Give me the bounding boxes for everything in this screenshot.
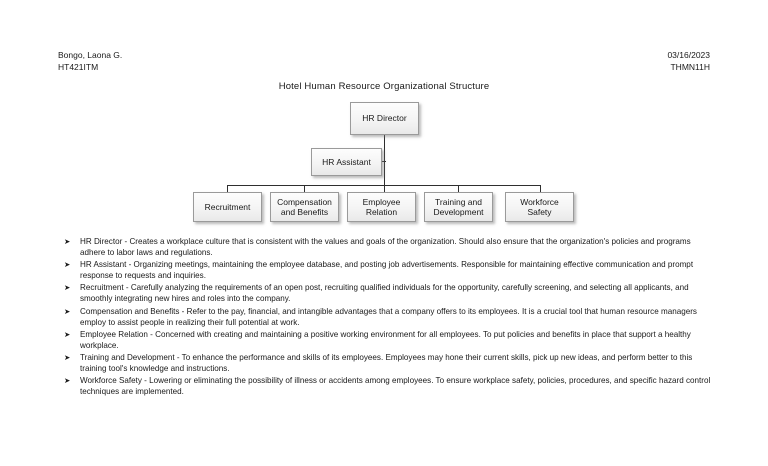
org-node-recruitment: Recruitment bbox=[193, 192, 262, 222]
connector-drop-4 bbox=[458, 185, 460, 193]
list-item-text: HR Assistant - Organizing meetings, main… bbox=[80, 260, 694, 281]
list-item-text: Recruitment - Carefully analyzing the re… bbox=[80, 283, 689, 304]
list-item: ➤ Recruitment - Carefully analyzing the … bbox=[64, 282, 712, 304]
list-item: ➤ HR Director - Creates a workplace cult… bbox=[64, 236, 712, 258]
date-and-section-block: 03/16/2023 THMN11H bbox=[667, 50, 710, 72]
connector-vertical-main bbox=[384, 135, 386, 186]
list-item-text: Compensation and Benefits - Refer to the… bbox=[80, 306, 697, 327]
org-node-hr-assistant: HR Assistant bbox=[311, 148, 382, 176]
list-item: ➤ HR Assistant - Organizing meetings, ma… bbox=[64, 259, 712, 281]
org-node-training-and-development: Training and Development bbox=[424, 192, 493, 222]
list-item-text: Workforce Safety - Lowering or eliminati… bbox=[80, 376, 711, 397]
org-chart: HR Director HR Assistant Recruitment Com… bbox=[0, 96, 768, 234]
list-item: ➤ Training and Development - To enhance … bbox=[64, 352, 712, 374]
connector-stub-assistant bbox=[382, 161, 386, 163]
connector-drop-1 bbox=[227, 185, 229, 193]
list-item-text: HR Director - Creates a workplace cultur… bbox=[80, 237, 691, 258]
bullet-arrow-icon: ➤ bbox=[64, 283, 71, 293]
bullet-arrow-icon: ➤ bbox=[64, 376, 71, 386]
list-item: ➤ Workforce Safety - Lowering or elimina… bbox=[64, 375, 712, 397]
org-node-workforce-safety: Workforce Safety bbox=[505, 192, 574, 222]
bullet-arrow-icon: ➤ bbox=[64, 260, 71, 270]
org-node-compensation-and-benefits: Compensation and Benefits bbox=[270, 192, 339, 222]
bullet-arrow-icon: ➤ bbox=[64, 237, 71, 246]
list-item-text: Training and Development - To enhance th… bbox=[80, 352, 693, 374]
list-item: ➤ Employee Relation - Concerned with cre… bbox=[64, 329, 712, 351]
list-item-text: Employee Relation - Concerned with creat… bbox=[80, 329, 691, 350]
page-title: Hotel Human Resource Organizational Stru… bbox=[278, 81, 490, 92]
student-identity-block: Bongo, Laona G. HT421ITM bbox=[58, 50, 123, 72]
connector-drop-3 bbox=[384, 185, 386, 193]
connector-drop-2 bbox=[304, 185, 306, 193]
list-item: ➤ Compensation and Benefits - Refer to t… bbox=[64, 306, 712, 328]
bullet-arrow-icon: ➤ bbox=[64, 329, 71, 339]
org-node-employee-relation: Employee Relation bbox=[347, 192, 416, 222]
bullet-arrow-icon: ➤ bbox=[64, 352, 71, 362]
role-description-list: ➤ HR Director - Creates a workplace cult… bbox=[64, 236, 712, 398]
bullet-arrow-icon: ➤ bbox=[64, 306, 71, 316]
org-node-hr-director: HR Director bbox=[350, 102, 419, 135]
connector-drop-5 bbox=[540, 185, 542, 193]
